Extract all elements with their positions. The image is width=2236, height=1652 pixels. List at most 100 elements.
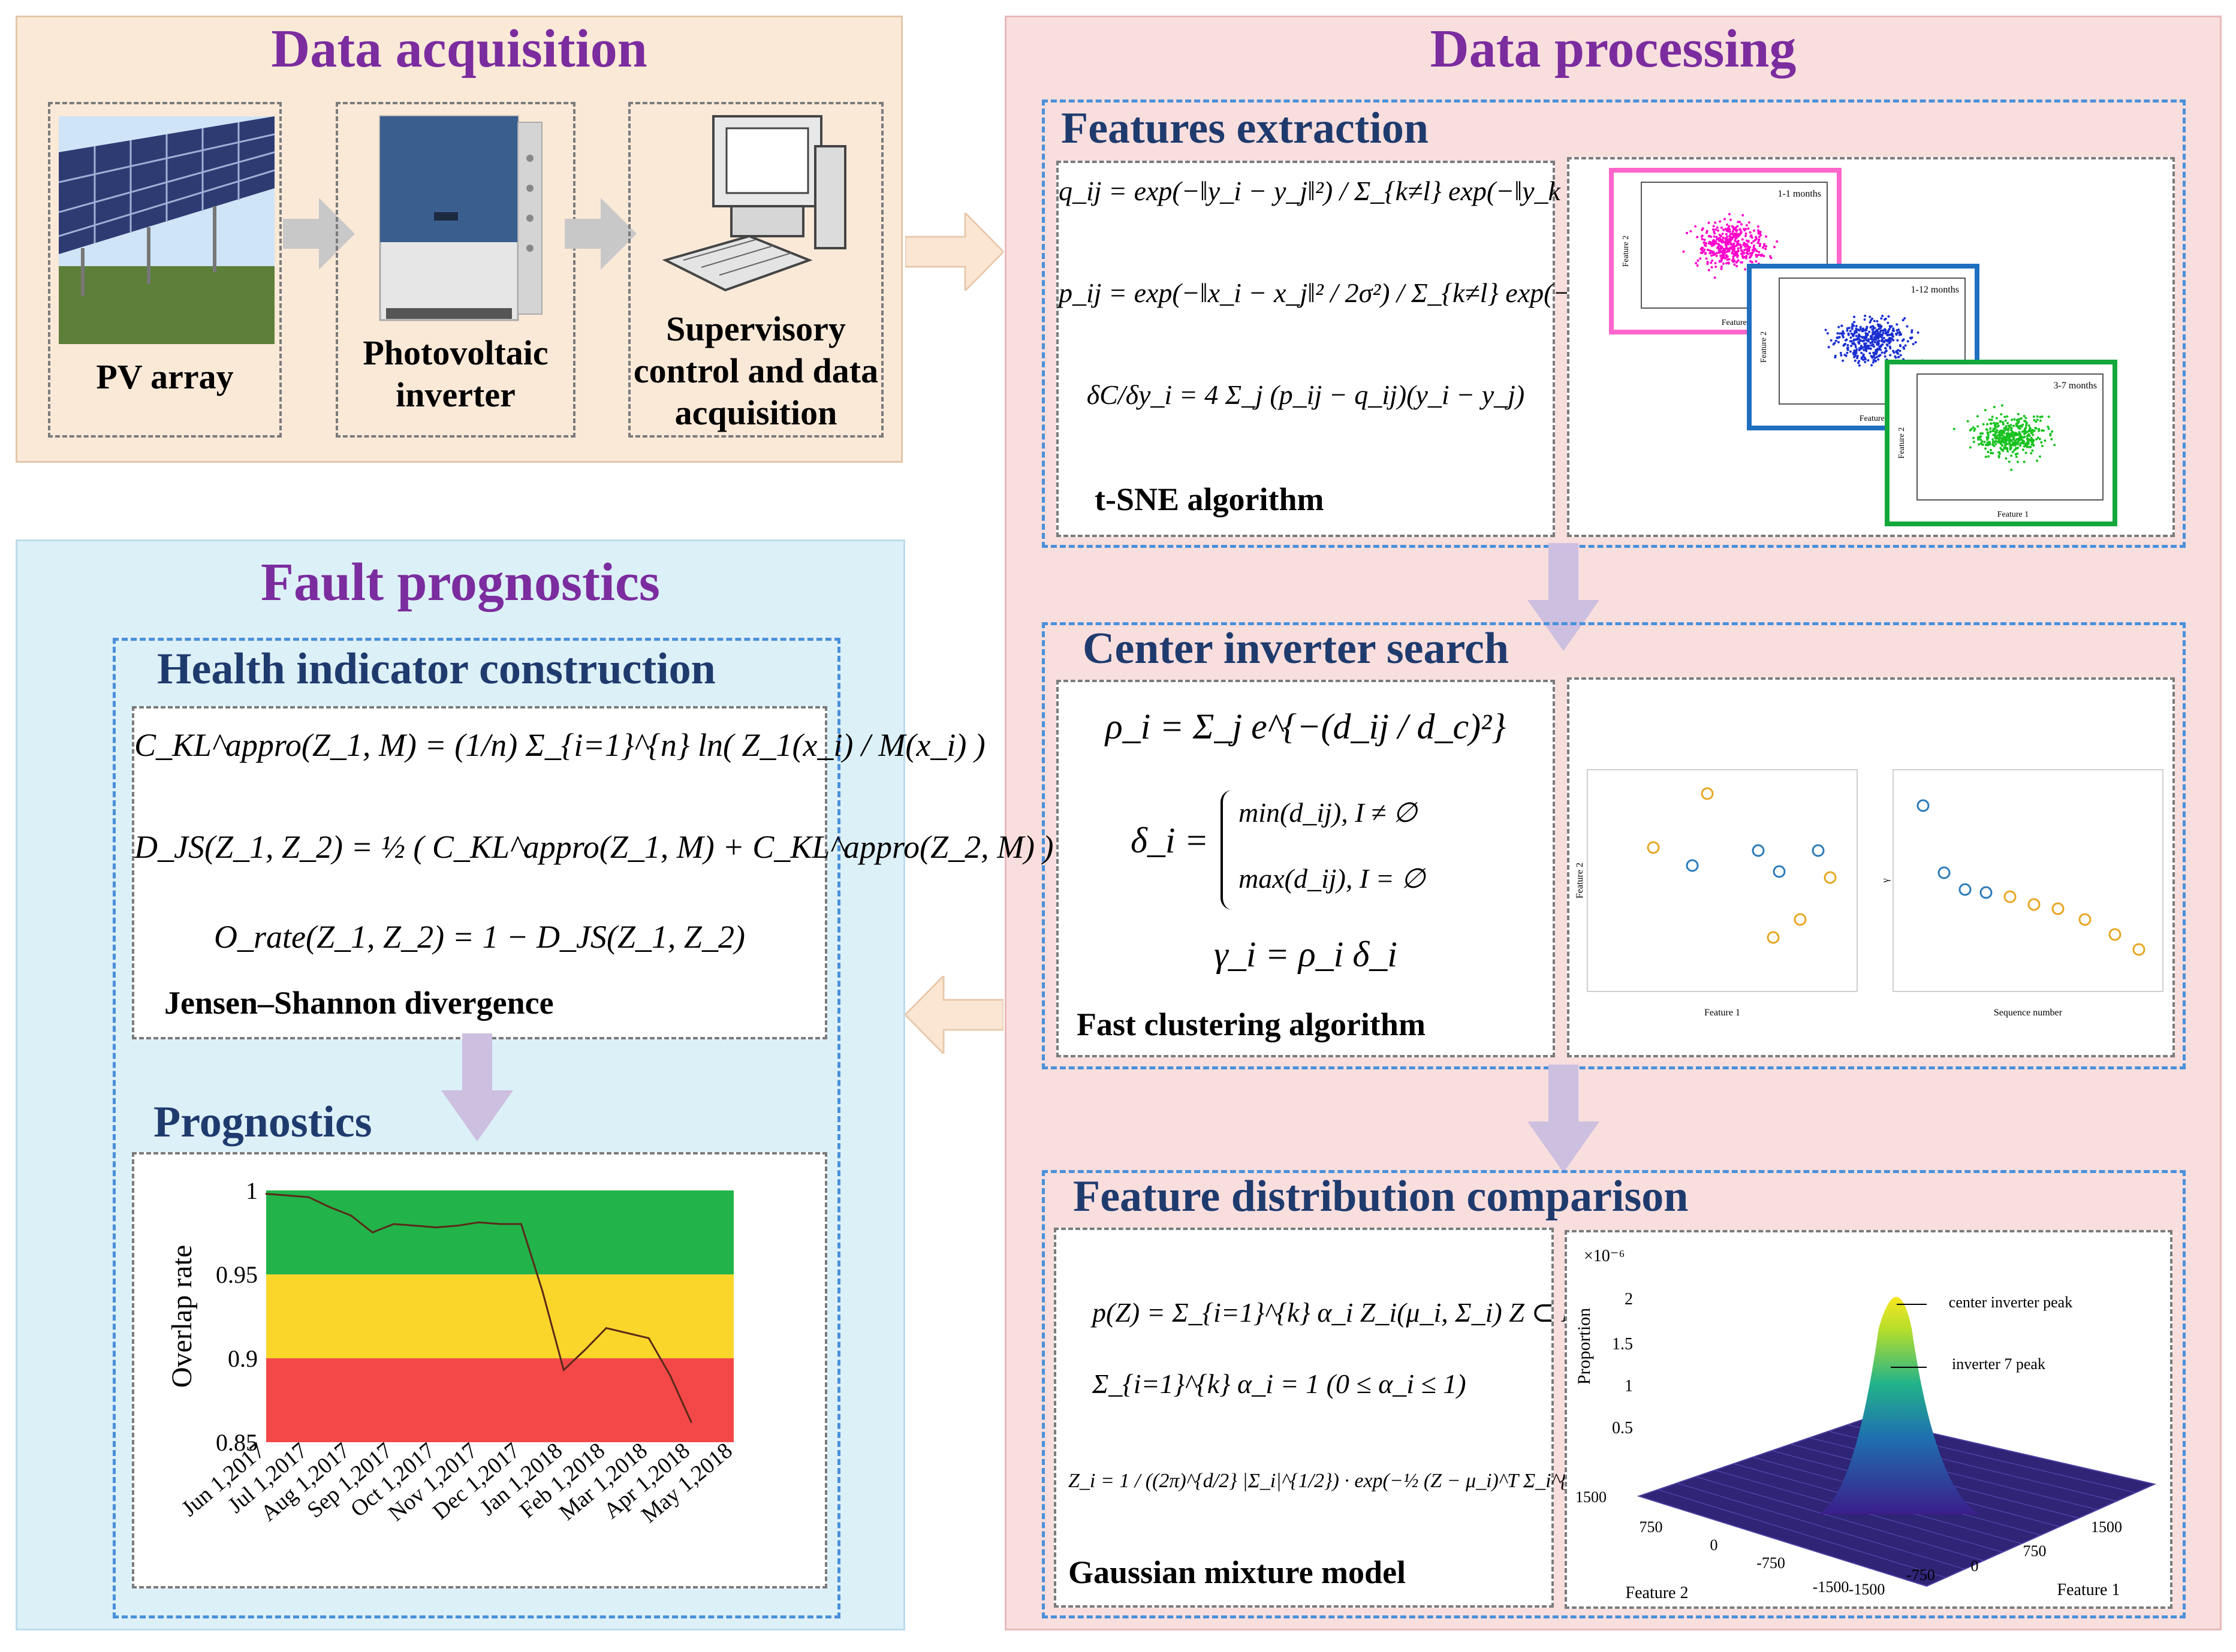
tsne-point xyxy=(1854,354,1857,357)
tsne-point xyxy=(2006,415,2009,418)
tsne-point xyxy=(1854,345,1857,348)
tsne-point xyxy=(2015,418,2018,421)
gmm-xtick: -750 xyxy=(1756,1554,1785,1572)
tsne-point xyxy=(1872,328,1875,331)
tsne-point xyxy=(1723,251,1726,254)
tsne-point xyxy=(2009,438,2012,441)
center-inverter-box xyxy=(1042,622,2186,1069)
tsne-point xyxy=(1770,257,1773,260)
tsne-point xyxy=(1997,438,2000,441)
tsne-point xyxy=(1879,326,1882,329)
tsne-point xyxy=(1899,345,1902,348)
tsne-point xyxy=(1858,364,1861,367)
tsne-point xyxy=(2024,451,2027,454)
tsne-point xyxy=(1694,225,1697,228)
band-0 xyxy=(266,1190,734,1274)
gmm-xtick: 0 xyxy=(1710,1536,1718,1554)
tsne-point xyxy=(1855,348,1858,351)
tsne-point xyxy=(1989,427,1992,430)
tsne-point xyxy=(1731,259,1734,262)
tsne-point xyxy=(1997,424,2000,427)
tsne-point xyxy=(1853,315,1856,318)
tsne-point xyxy=(2032,433,2035,436)
overlap-rate-point xyxy=(414,1225,416,1227)
tsne-point xyxy=(1702,241,1705,244)
center-inverter-title: Center inverter search xyxy=(1083,624,1509,673)
tsne-point xyxy=(1750,234,1753,237)
arrow-right-icon xyxy=(565,198,637,270)
gamma-point xyxy=(2003,890,2017,903)
tsne-point xyxy=(1745,243,1748,246)
tsne-point xyxy=(1712,254,1715,257)
gmm-grid-line xyxy=(1677,1482,1965,1570)
tsne-point xyxy=(1857,361,1860,364)
tsne-point xyxy=(1755,236,1758,239)
cluster-ylabel: Feature 2 xyxy=(1575,863,1585,899)
tsne-point xyxy=(1716,252,1719,255)
tsne-point xyxy=(1849,350,1852,353)
gamma-point xyxy=(2027,898,2041,911)
tsne-point xyxy=(1762,246,1765,249)
tsne-point xyxy=(1720,267,1723,270)
tsne-point xyxy=(1889,354,1892,357)
tsne-point xyxy=(1870,325,1873,328)
tsne-xlabel: Feature 1 xyxy=(1997,510,2029,519)
tsne-point xyxy=(1873,336,1876,339)
tsne-point xyxy=(1735,229,1738,232)
tsne-point xyxy=(1886,334,1889,337)
tsne-point xyxy=(2038,427,2041,430)
tsne-point xyxy=(1732,233,1735,236)
tsne-point xyxy=(2019,424,2022,427)
tsne-point xyxy=(1884,355,1887,358)
tsne-point xyxy=(2032,415,2035,418)
tsne-point xyxy=(1855,334,1858,337)
tsne-point xyxy=(1712,241,1715,244)
tsne-point xyxy=(2001,430,2004,433)
tsne-point xyxy=(1867,347,1870,350)
tsne-point xyxy=(1866,345,1869,348)
arrow-down-2 xyxy=(1527,1065,1599,1175)
tsne-point xyxy=(2006,421,2009,424)
tsne-point xyxy=(2027,445,2030,448)
tsne-point xyxy=(2006,433,2009,436)
kl-formula: C_KL^appro(Z_1, M) = (1/n) Σ_{i=1}^{n} l… xyxy=(134,727,986,763)
tsne-legend: 1-12 months xyxy=(1911,285,1959,295)
data-acquisition-title: Data acquisition xyxy=(271,19,647,79)
tsne-point xyxy=(1751,251,1754,254)
tsne-point xyxy=(1708,249,1711,252)
tsne-point xyxy=(1999,435,2002,438)
tsne-point xyxy=(1870,337,1873,340)
tsne-xlabel: Feature 1 xyxy=(1722,318,1753,327)
tsne-point xyxy=(2047,415,2050,418)
gamma-point xyxy=(2132,943,2145,956)
overlap-rate-point xyxy=(308,1196,310,1198)
tsne-point xyxy=(1972,426,1975,429)
tsne-point xyxy=(1883,329,1886,332)
tsne-point xyxy=(2023,420,2026,423)
cluster-point xyxy=(1773,865,1786,878)
tsne-point xyxy=(1749,231,1752,234)
tsne-point xyxy=(1836,332,1839,335)
gamma-point xyxy=(1979,886,1993,899)
tsne-point xyxy=(1731,230,1734,233)
tsne-point xyxy=(1874,330,1877,333)
tsne-point xyxy=(1755,249,1758,252)
gamma-point xyxy=(2078,913,2092,926)
tsne-point xyxy=(1876,343,1879,346)
cluster-plot-frame xyxy=(1587,769,1858,992)
overlap-rate-point xyxy=(520,1223,522,1225)
tsne-point xyxy=(2014,440,2017,443)
tsne-point xyxy=(1846,351,1849,354)
tsne-point xyxy=(1744,245,1747,248)
tsne-point xyxy=(1719,220,1722,223)
tsne-point xyxy=(1712,225,1715,228)
tsne-point xyxy=(1720,257,1723,260)
tsne-point xyxy=(1733,245,1736,248)
tsne-point xyxy=(1727,226,1730,229)
tsne-point xyxy=(1892,349,1895,352)
inverter-icon xyxy=(379,115,543,321)
tsne-point xyxy=(2033,419,2036,422)
tsne-point xyxy=(1896,323,1899,326)
tsne-point xyxy=(1994,435,1997,438)
